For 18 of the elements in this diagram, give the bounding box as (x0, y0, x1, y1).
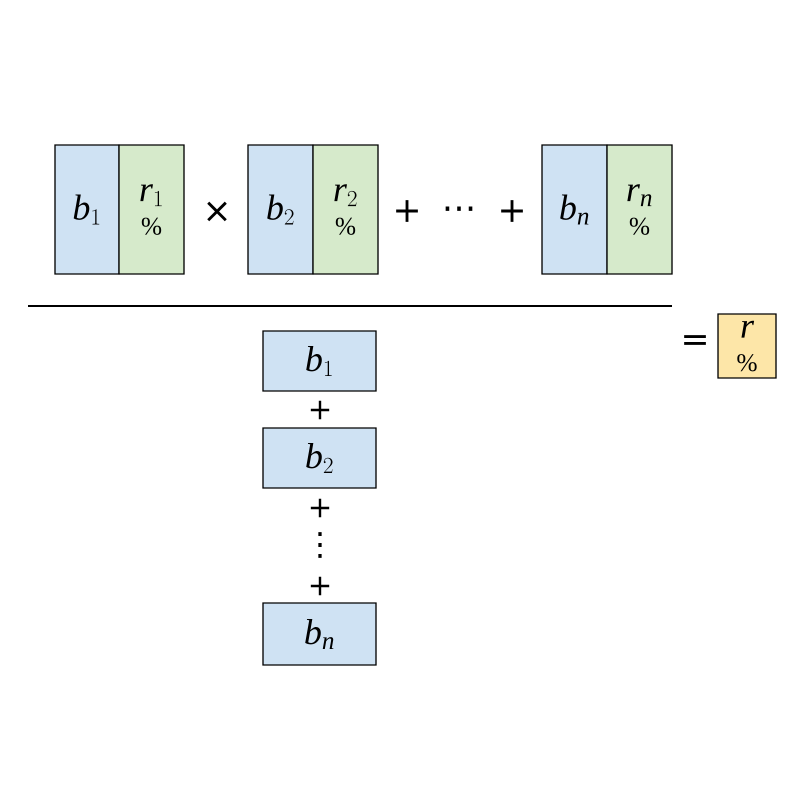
result-box: $r$ % (717, 313, 777, 379)
plus-sign: + (396, 200, 418, 222)
variable-box: $b_1$ (54, 144, 120, 275)
variable-box: $b_2$ (247, 144, 314, 275)
times-sign: × (207, 202, 227, 222)
plus-sign: + (310, 400, 330, 420)
variable-box: $b_n$ (262, 602, 377, 666)
plus-sign: + (310, 498, 330, 518)
variable-box: $b_1$ (262, 330, 377, 392)
variable-box: $r_2$ % (312, 144, 379, 275)
equals-sign: = (684, 335, 706, 345)
ellipsis: ⋯ (446, 206, 472, 211)
variable-box: $r_n$ % (606, 144, 673, 275)
variable-box: $b_2$ (262, 427, 377, 489)
plus-sign: + (501, 200, 523, 222)
ellipsis: ⋮ (318, 532, 322, 558)
variable-box: $r_1$ % (118, 144, 185, 275)
variable-box: $b_n$ (541, 144, 608, 275)
